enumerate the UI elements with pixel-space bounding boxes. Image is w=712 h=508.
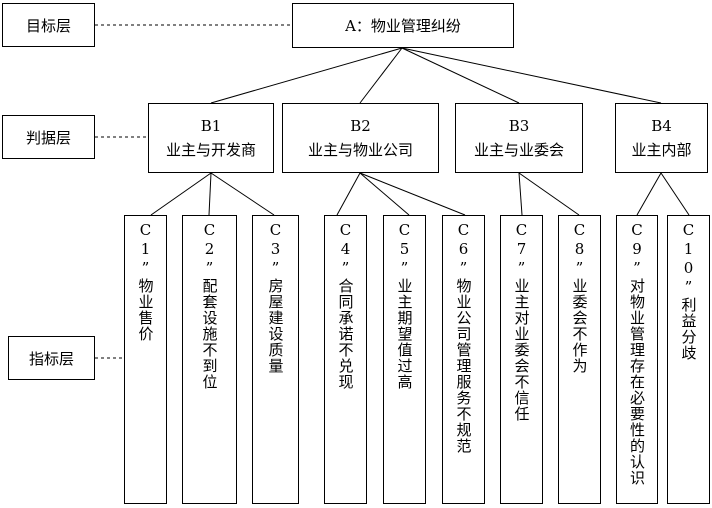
- indicator-text: C6”物业公司管理服务不规范: [455, 221, 473, 503]
- goal-node-label: A：物业管理纠纷: [345, 16, 461, 35]
- criteria-label: 业主与业委会: [473, 141, 564, 159]
- indicator-text: C9”对物业管理存在必要性的认识: [628, 221, 646, 503]
- indicator-node-c7: C7”业主对业委会不信任: [500, 215, 543, 504]
- criteria-node-b1: B1 业主与开发商: [148, 103, 274, 173]
- criteria-label: 业主内部: [631, 141, 692, 159]
- criteria-code: B4: [651, 117, 672, 135]
- indicator-code: C6: [454, 221, 473, 259]
- indicator-label: 配套设施不到位: [200, 278, 219, 390]
- edge-b1-c3: [210, 172, 275, 216]
- criteria-label: 业主与开发商: [165, 141, 256, 159]
- edge-b2-c6: [359, 172, 466, 216]
- indicator-text: C5”业主期望值过高: [396, 221, 414, 503]
- indicator-label: 物业公司管理服务不规范: [454, 278, 473, 454]
- indicator-node-c5: C5”业主期望值过高: [383, 215, 426, 504]
- indicator-separator: ”: [136, 259, 155, 278]
- indicator-label: 利益分歧: [679, 297, 698, 361]
- criteria-node-b3: B3 业主与业委会: [455, 103, 583, 173]
- indicator-label: 业主期望值过高: [395, 278, 414, 390]
- criteria-code: B1: [200, 117, 222, 135]
- indicator-separator: ”: [570, 259, 589, 278]
- edge-b4-c10: [660, 172, 690, 216]
- criteria-label: 业主与物业公司: [307, 141, 413, 159]
- edge-a-b1: [210, 47, 403, 104]
- indicator-level-text: 指标层: [28, 349, 74, 368]
- criteria-code: B2: [350, 117, 371, 135]
- indicator-code: C4: [336, 221, 355, 259]
- indicator-node-c4: C4”合同承诺不兑现: [324, 215, 367, 504]
- indicator-separator: ”: [266, 259, 285, 278]
- edge-b3-c7: [518, 172, 523, 216]
- indicator-node-c2: C2”配套设施不到位: [182, 215, 237, 504]
- edge-b4-c9: [636, 172, 662, 216]
- goal-level-label: 目标层: [2, 3, 95, 47]
- indicator-code: C2: [200, 221, 219, 259]
- indicator-label: 业委会不作为: [570, 278, 589, 374]
- indicator-text: C3”房屋建设质量: [267, 221, 285, 503]
- indicator-text: C2”配套设施不到位: [201, 221, 219, 503]
- criteria-code: B3: [508, 117, 530, 135]
- edge-a-b2: [359, 47, 403, 104]
- indicator-code: C7: [512, 221, 531, 259]
- indicator-separator: ”: [512, 259, 531, 278]
- indicator-separator: ”: [679, 278, 698, 297]
- criteria-level-label: 判据层: [2, 115, 95, 159]
- indicator-label: 房屋建设质量: [266, 278, 285, 374]
- indicator-code: C1: [136, 221, 155, 259]
- indicator-label: 物业售价: [136, 278, 155, 342]
- edge-b3-c8: [518, 172, 580, 216]
- indicator-text: C8”业委会不作为: [571, 221, 589, 503]
- indicator-node-c6: C6”物业公司管理服务不规范: [442, 215, 485, 504]
- criteria-node-b2: B2 业主与物业公司: [282, 103, 439, 173]
- edge-b1-c2: [208, 172, 212, 216]
- indicator-separator: ”: [200, 259, 219, 278]
- indicator-text: C7”业主对业委会不信任: [513, 221, 531, 503]
- indicator-label: 合同承诺不兑现: [336, 278, 355, 390]
- indicator-node-c8: C8”业委会不作为: [558, 215, 601, 504]
- indicator-text: C1”物业售价: [137, 221, 155, 503]
- goal-level-text: 目标层: [25, 16, 71, 35]
- indicator-code: C9: [628, 221, 646, 259]
- indicator-code: C10: [679, 221, 698, 278]
- indicator-node-c9: C9”对物业管理存在必要性的认识: [616, 215, 658, 504]
- indicator-level-label: 指标层: [8, 336, 95, 380]
- criteria-node-b4: B4 业主内部: [615, 103, 708, 173]
- indicator-separator: ”: [336, 259, 355, 278]
- indicator-node-c3: C3”房屋建设质量: [252, 215, 299, 504]
- indicator-separator: ”: [395, 259, 414, 278]
- edge-a-b4: [401, 47, 662, 104]
- indicator-label: 业主对业委会不信任: [512, 278, 531, 422]
- goal-node: A：物业管理纠纷: [292, 3, 514, 48]
- indicator-separator: ”: [628, 259, 646, 278]
- indicator-node-c10: C10”利益分歧: [667, 215, 710, 504]
- edge-b1-c1: [150, 172, 212, 216]
- criteria-level-text: 判据层: [25, 128, 71, 147]
- indicator-text: C10”利益分歧: [680, 221, 698, 503]
- indicator-code: C3: [266, 221, 285, 259]
- edge-a-b3: [401, 47, 520, 104]
- indicator-code: C5: [395, 221, 414, 259]
- edge-b2-c5: [359, 172, 410, 216]
- indicator-label: 对物业管理存在必要性的认识: [628, 278, 646, 486]
- indicator-separator: ”: [454, 259, 473, 278]
- indicator-code: C8: [570, 221, 589, 259]
- edge-b2-c4: [336, 172, 361, 216]
- indicator-text: C4”合同承诺不兑现: [337, 221, 355, 503]
- indicator-node-c1: C1”物业售价: [124, 215, 167, 504]
